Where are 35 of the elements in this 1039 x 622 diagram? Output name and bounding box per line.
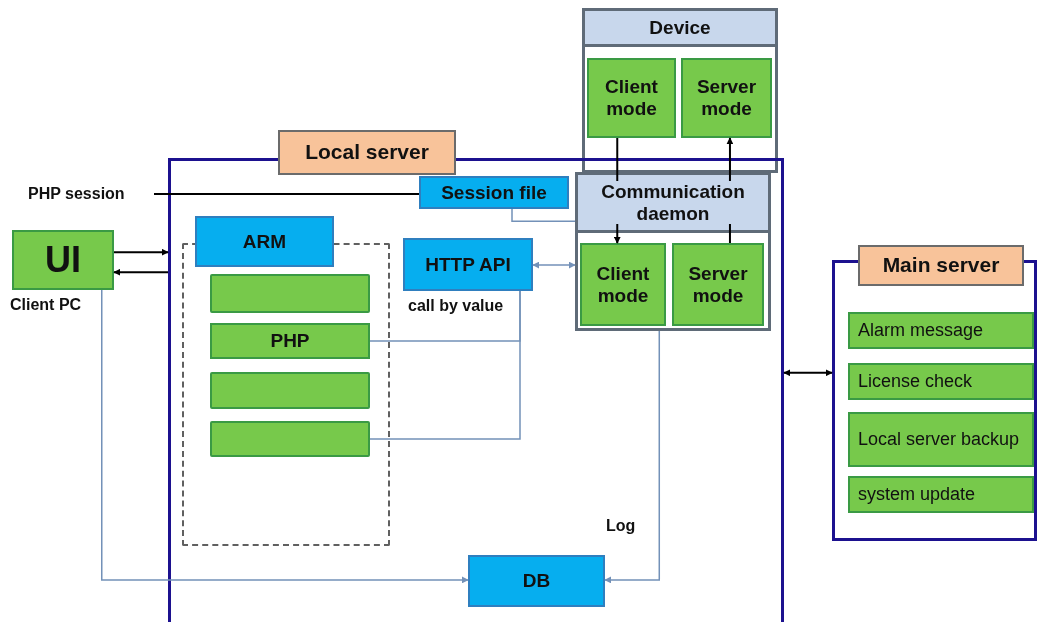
session-label: PHP session: [28, 183, 154, 205]
connector-line: [369, 290, 521, 440]
function-box: Local server backup: [848, 412, 1034, 467]
arrow: [783, 369, 833, 377]
function-box: License check: [848, 363, 1034, 400]
function-box: Alarm message: [848, 312, 1034, 349]
edge-label: Log: [606, 517, 636, 535]
caption-text: call by value: [408, 297, 504, 315]
component-box: [210, 372, 370, 409]
connector-line: [153, 193, 420, 195]
arm-box: ARM: [195, 216, 334, 267]
arrow: [113, 268, 169, 276]
mode-box: Server mode: [672, 243, 764, 326]
arrow: [604, 330, 661, 584]
arrow: [113, 248, 169, 256]
title-tab: Main server: [858, 245, 1024, 286]
mode-box: Client mode: [587, 58, 676, 138]
component-box: [210, 274, 370, 313]
file-box: Session file: [419, 176, 569, 209]
daemon-panel: [575, 172, 771, 331]
api-box: HTTP API: [403, 238, 533, 291]
caption-text: Client PC: [10, 296, 82, 314]
device-panel: [582, 8, 778, 173]
mode-box: Server mode: [681, 58, 772, 138]
ui-box: UI: [12, 230, 114, 290]
component-box: [210, 421, 370, 457]
connector-line: [511, 208, 576, 223]
function-box: system update: [848, 476, 1034, 513]
arrow: [613, 137, 621, 244]
title-tab: Local server: [278, 130, 456, 175]
arrow: [532, 261, 576, 269]
arrow: [101, 289, 469, 584]
component-box: PHP: [210, 323, 370, 359]
database-box: DB: [468, 555, 605, 607]
mode-box: Client mode: [580, 243, 666, 326]
